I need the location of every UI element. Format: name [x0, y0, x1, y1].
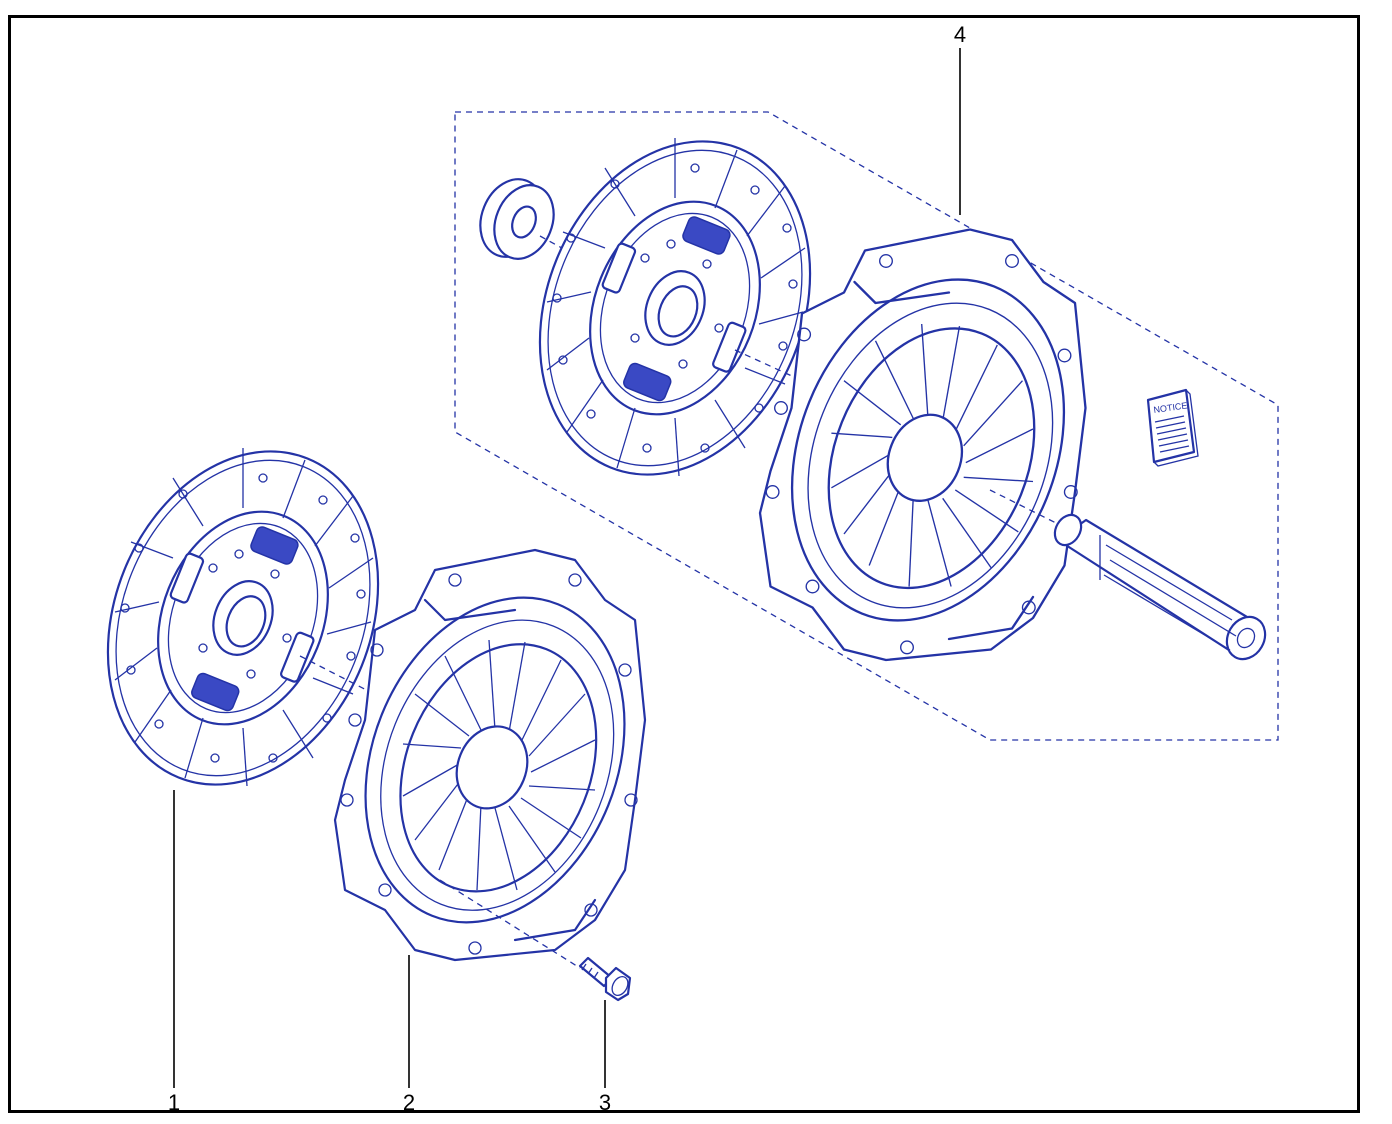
kit-release-bearing: [479, 178, 555, 260]
kit-alignment-tool: [1053, 513, 1267, 661]
notice-label: NOTICE: [1153, 400, 1188, 415]
callout-3: 3: [599, 1090, 611, 1115]
notice-booklet: NOTICE: [1146, 388, 1199, 467]
diagram-frame: [8, 15, 1360, 1113]
kit-boundary: [454, 111, 1279, 741]
callout-2: 2: [403, 1090, 415, 1115]
callout-1: 1: [168, 1090, 180, 1115]
callout-4: 4: [954, 22, 966, 47]
mounting-bolt: [578, 956, 632, 1002]
